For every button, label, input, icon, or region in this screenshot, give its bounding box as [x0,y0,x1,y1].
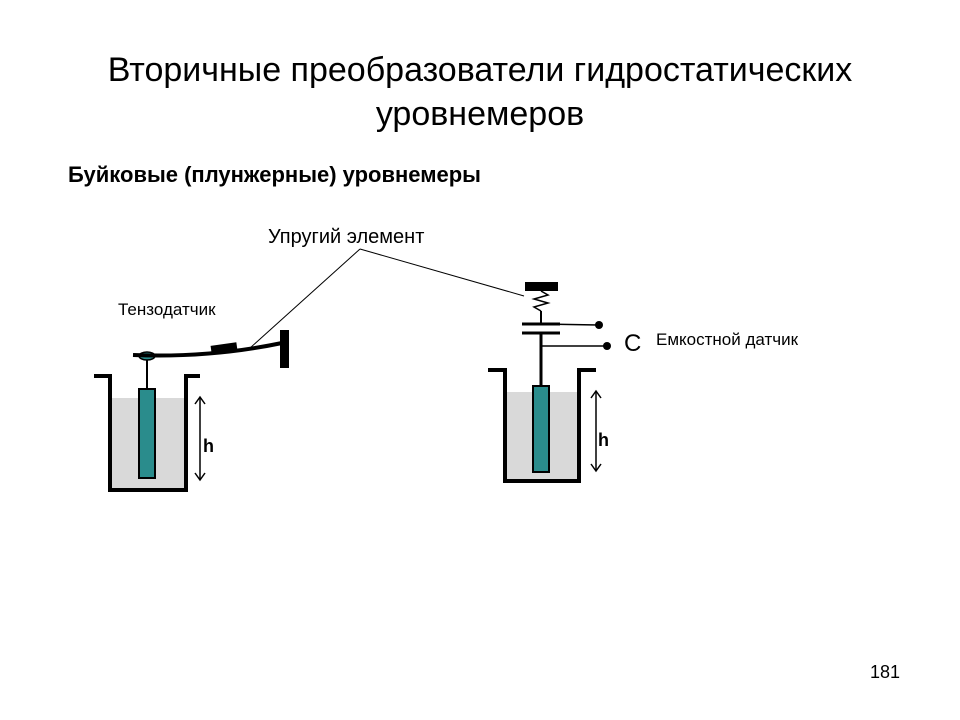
terminal-lower [603,342,611,350]
right-level-arrow-top [590,389,602,399]
left-float [138,388,156,479]
left-level-arrow-top [194,395,206,405]
right-level-arrow-bottom [590,463,602,473]
capacitive-sensor-label: Емкостной датчик [656,330,799,349]
left-gauge-assembly [94,330,289,492]
elastic-element-label: Упругий элемент [268,226,425,248]
capacitance-symbol: С [624,330,642,357]
right-vessel [488,368,596,483]
strain-gauge [210,342,238,354]
spring [531,290,551,312]
left-level-arrow-bottom [194,472,206,482]
right-gauge-assembly [488,282,611,483]
page-number: 181 [869,662,900,682]
elastic-leader-right [359,248,525,297]
right-top-mount [525,282,558,291]
terminal-upper [595,321,603,329]
slide-title: Вторичные преобразователи гидростатическ… [40,48,920,136]
strain-gauge-label: Тензодатчик [118,300,216,319]
title-line-1: Вторичные преобразователи гидростатическ… [107,51,853,89]
capacitor-lead-upper [540,323,599,326]
elastic-leader-left [249,248,361,349]
slide-subtitle: Буйковые (плунжерные) уровнемеры [68,162,481,187]
elastic-beam [132,341,283,358]
left-wall-mount [280,330,289,368]
title-line-2: уровнемеров [375,95,585,133]
right-level-label: h [598,430,609,450]
left-level-label: h [203,436,214,456]
right-float [532,385,550,473]
left-vessel [94,374,200,492]
